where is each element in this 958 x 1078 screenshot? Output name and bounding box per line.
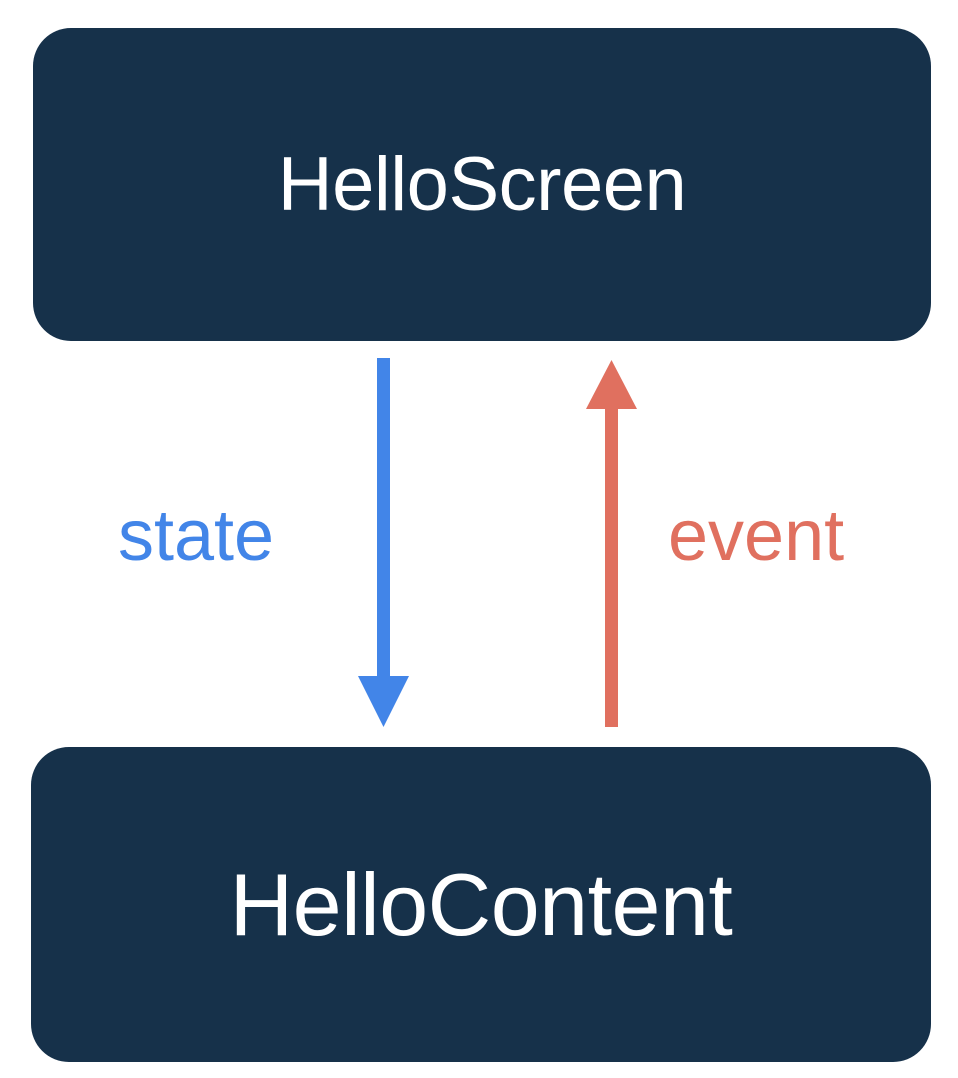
node-hello-content[interactable]: HelloContent [31,747,931,1062]
state-arrow [358,358,409,727]
node-hello-screen-label: HelloScreen [277,141,687,227]
node-hello-content-label: HelloContent [229,854,733,954]
edge-label-event: event [668,496,845,576]
edge-label-state: state [118,496,275,576]
node-hello-screen[interactable]: HelloScreen [33,28,931,341]
event-arrow [586,360,637,727]
